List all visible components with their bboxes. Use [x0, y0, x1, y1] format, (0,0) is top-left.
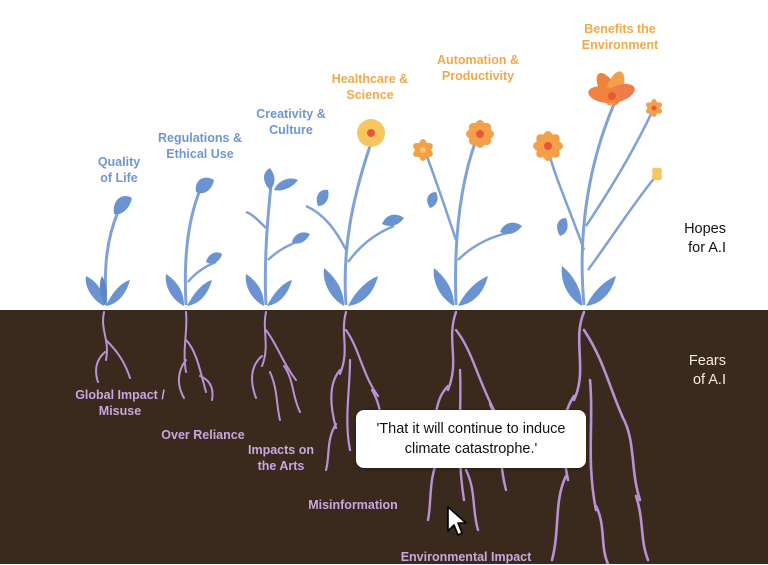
fear-label: Global Impact / Misuse	[75, 388, 165, 418]
plant-environment	[533, 71, 663, 564]
hope-label: Automation & Productivity	[437, 53, 519, 83]
leaf	[500, 222, 522, 234]
mouse-cursor-icon	[447, 506, 467, 536]
hopes-side-label: Hopes for A.I	[684, 221, 726, 256]
stem	[546, 149, 586, 251]
leaf	[267, 280, 292, 306]
leaf	[433, 268, 454, 306]
hope-label: Creativity & Culture	[256, 107, 326, 137]
leaf	[106, 280, 130, 306]
plant-quality-of-life	[85, 195, 132, 383]
leaf	[323, 268, 344, 306]
stem	[305, 204, 348, 251]
stem	[187, 260, 217, 283]
flower-large	[588, 71, 635, 106]
flower-small	[645, 99, 663, 117]
stem	[183, 189, 202, 306]
leaf	[274, 178, 298, 191]
stem	[580, 103, 616, 306]
stem	[347, 224, 395, 263]
leaf	[586, 276, 616, 306]
stem	[586, 175, 657, 271]
stem	[245, 210, 267, 229]
stem	[263, 175, 274, 306]
flower-bud	[652, 167, 662, 181]
hope-label: Benefits the Environment	[581, 22, 659, 52]
leaf	[348, 276, 378, 306]
fear-label: Misinformation	[308, 498, 398, 512]
fear-label: Impacts on the Arts	[248, 443, 314, 473]
leaf	[427, 192, 438, 208]
plant-creativity	[245, 168, 310, 421]
stem	[343, 145, 372, 306]
hope-label: Healthcare & Science	[331, 72, 409, 102]
leaf	[561, 266, 582, 306]
leaf	[245, 274, 264, 306]
flower	[533, 131, 563, 161]
leaf	[264, 168, 275, 190]
leaf	[165, 274, 184, 306]
plant-regulations	[165, 177, 222, 401]
leaf	[187, 280, 212, 306]
hope-label: Regulations & Ethical Use	[157, 131, 243, 161]
stem	[424, 153, 458, 241]
root	[178, 311, 214, 401]
leaf	[382, 214, 404, 226]
plant-healthcare	[305, 119, 404, 472]
leaf	[99, 276, 107, 306]
leaf	[557, 218, 568, 236]
leaf	[316, 189, 329, 206]
stem	[584, 111, 654, 227]
root	[95, 311, 131, 383]
fear-label: Environmental Impact	[400, 550, 532, 564]
root	[251, 311, 301, 421]
flower-small	[413, 139, 433, 161]
hope-label: Quality of Life	[97, 155, 141, 185]
leaf	[458, 276, 488, 306]
leaf	[195, 177, 214, 194]
flower	[466, 120, 494, 148]
stem	[457, 230, 513, 261]
leaf	[113, 195, 132, 215]
plant-automation	[413, 120, 522, 532]
leaf	[206, 252, 222, 264]
leaf	[292, 232, 310, 244]
hover-tooltip: 'That it will continue to induce climate…	[356, 410, 586, 468]
fears-side-label: Fears of A.I	[688, 353, 726, 388]
stem	[454, 139, 478, 306]
fear-label: Over Reliance	[161, 428, 245, 442]
leaf	[85, 276, 104, 306]
flower-center	[367, 129, 375, 137]
